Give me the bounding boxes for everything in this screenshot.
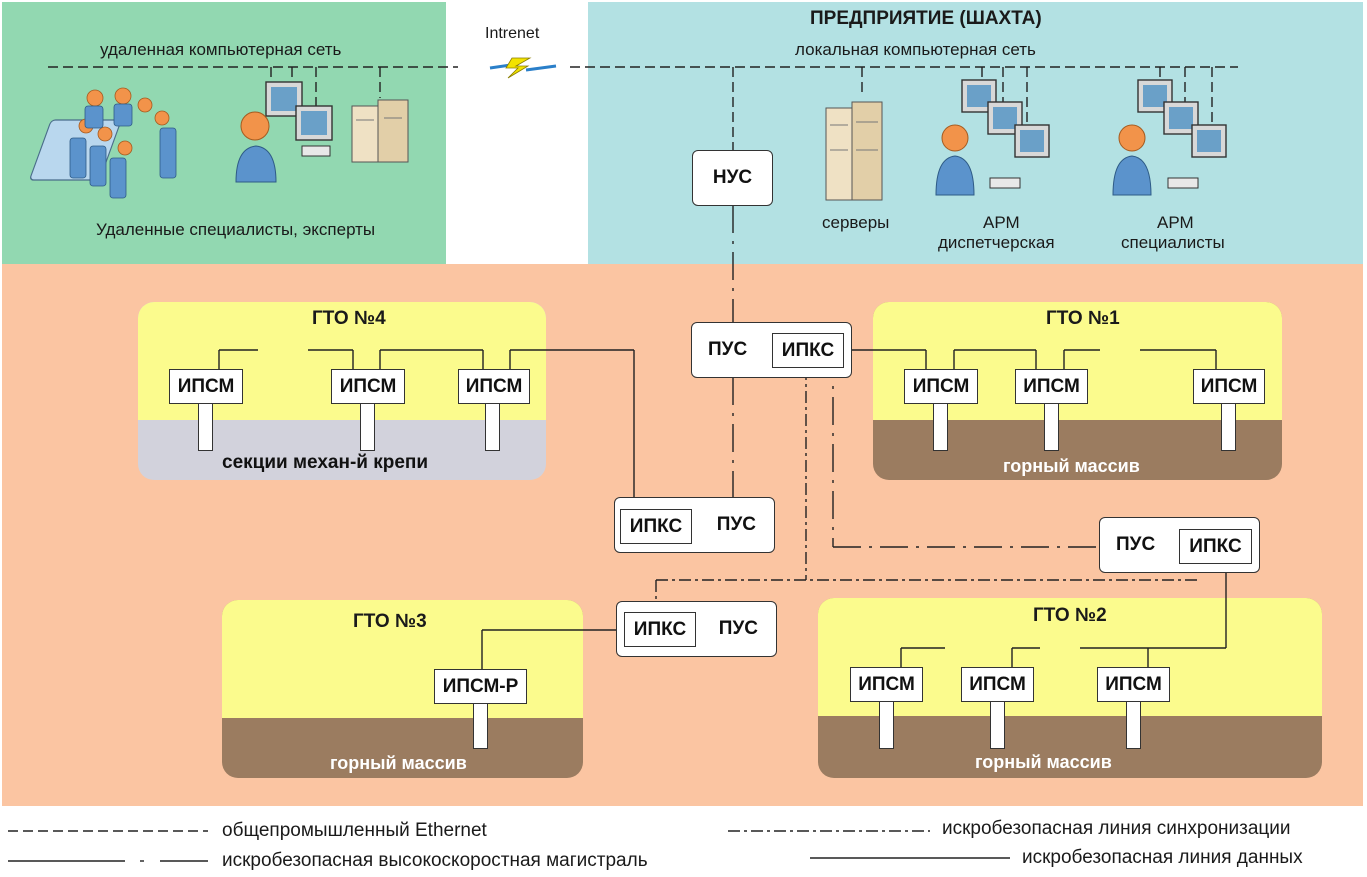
pus-main-label: ПУС — [708, 339, 748, 360]
sync-lines — [655, 368, 1200, 613]
ipks-main-node: ИПКС — [772, 333, 844, 368]
gto3-node-1-stem — [473, 703, 488, 749]
gto4-node-2: ИПСМ — [331, 369, 405, 404]
gto1-node-1: ИПСМ — [904, 369, 978, 404]
ipks-left-node: ИПКС — [620, 509, 692, 544]
gto1-ground-label: горный массив — [1003, 456, 1140, 476]
ipks-bottom-node: ИПКС — [624, 612, 696, 647]
arm-specialists-caption-2: специалисты — [1121, 233, 1225, 252]
gto1-node-1-stem — [933, 403, 948, 451]
remote-workstation-icon — [235, 81, 333, 183]
gto2-node-2: ИПСМ — [961, 667, 1034, 702]
ethernet-lines — [48, 66, 1238, 150]
pus-bottom-label: ПУС — [718, 618, 758, 639]
gto4-node-1: ИПСМ — [169, 369, 243, 404]
gto2-node-1-stem — [879, 701, 894, 749]
gto1-node-2: ИПСМ — [1015, 369, 1088, 404]
servers-icon — [825, 101, 883, 201]
legend-samples — [8, 830, 1010, 862]
arm-dispatch-caption-1: АРМ — [983, 213, 1020, 232]
remote-server-icon — [351, 99, 409, 163]
data-lines — [218, 349, 1227, 670]
local-network-label: локальная компьютерная сеть — [795, 40, 1036, 59]
pus-right-label: ПУС — [1116, 534, 1156, 555]
gto1-node-2-stem — [1044, 403, 1059, 451]
remote-caption: Удаленные специалисты, эксперты — [96, 220, 376, 239]
legend-ethernet: общепромышленный Ethernet — [222, 820, 487, 841]
ipks-right-node: ИПКС — [1179, 529, 1252, 564]
enterprise-region — [588, 2, 1363, 264]
arm-specialists-icon — [1112, 79, 1227, 196]
gto2-node-1: ИПСМ — [850, 667, 923, 702]
gto2-node-3-stem — [1126, 701, 1141, 749]
legend-data: искробезопасная линия данных — [1022, 847, 1303, 868]
arm-specialists-caption-1: АРМ — [1157, 213, 1194, 232]
internet-label: Intrenet — [485, 25, 540, 42]
gto4-node-1-stem — [198, 403, 213, 451]
nus-node: НУС — [692, 150, 773, 206]
remote-network-label: удаленная компьютерная сеть — [100, 40, 342, 59]
internet-link-icon — [489, 57, 557, 79]
gto4-ground-label: секции механ-й крепи — [222, 452, 429, 473]
arm-dispatch-caption-2: диспетчерская — [938, 233, 1055, 252]
gto4-title: ГТО №4 — [312, 308, 386, 329]
highspeed-lines — [732, 205, 1100, 548]
meeting-group-icon — [30, 87, 177, 199]
gto2-node-3: ИПСМ — [1097, 667, 1170, 702]
gto1-node-3: ИПСМ — [1193, 369, 1265, 404]
gto4-node-3: ИПСМ — [458, 369, 530, 404]
enterprise-title: ПРЕДПРИЯТИЕ (ШАХТА) — [810, 8, 1042, 29]
gto2-title: ГТО №2 — [1033, 605, 1107, 626]
legend-highspeed: искробезопасная высокоскоростная магистр… — [222, 850, 648, 871]
gto3-ground-label: горный массив — [330, 753, 467, 773]
servers-caption: серверы — [822, 213, 890, 232]
gto3-title: ГТО №3 — [353, 611, 427, 632]
gto1-node-3-stem — [1221, 403, 1236, 451]
gto1-title: ГТО №1 — [1046, 308, 1120, 329]
gto3-node-1: ИПСМ-Р — [434, 669, 527, 704]
pus-left-label: ПУС — [716, 514, 756, 535]
arm-dispatch-icon — [935, 79, 1050, 196]
gto2-node-2-stem — [990, 701, 1005, 749]
legend-sync: искробезопасная линия синхронизации — [942, 818, 1291, 839]
gto4-node-3-stem — [485, 403, 500, 451]
gto2-ground-label: горный массив — [975, 752, 1112, 772]
gto4-node-2-stem — [360, 403, 375, 451]
